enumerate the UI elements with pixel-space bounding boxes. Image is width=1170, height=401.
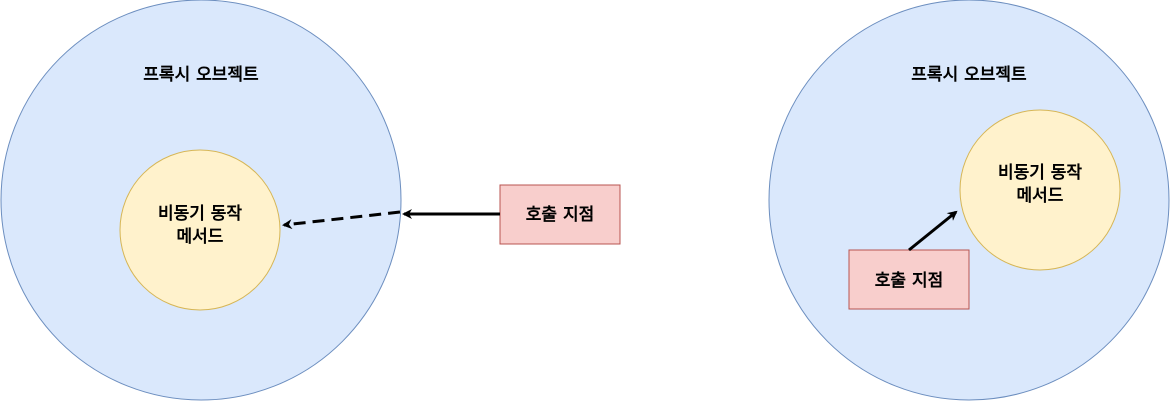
right-async-method-label-line1: 비동기 동작 xyxy=(998,163,1082,183)
right-solid-arrow xyxy=(908,210,958,252)
left-call-point-label: 호출 지점 xyxy=(526,205,594,225)
left-proxy-object-label: 프록시 오브젝트 xyxy=(143,65,259,85)
right-diagram: 프록시 오브젝트 비동기 동작 메서드 호출 지점 xyxy=(768,0,1170,401)
right-async-method-circle[interactable] xyxy=(959,109,1121,271)
left-call-point-box[interactable] xyxy=(499,184,621,245)
left-async-method-circle[interactable] xyxy=(119,149,281,311)
left-async-method-label-line1: 비동기 동작 xyxy=(158,204,242,224)
left-diagram: 프록시 오브젝트 비동기 동작 메서드 호출 지점 xyxy=(0,0,621,401)
left-dashed-arrow xyxy=(282,210,401,230)
right-call-point-box[interactable] xyxy=(848,249,970,310)
right-async-method-label-line2: 메서드 xyxy=(1017,186,1064,206)
right-call-point-label: 호출 지점 xyxy=(875,271,943,291)
right-proxy-object-label: 프록시 오브젝트 xyxy=(911,65,1027,85)
left-async-method-label-line2: 메서드 xyxy=(177,227,224,247)
